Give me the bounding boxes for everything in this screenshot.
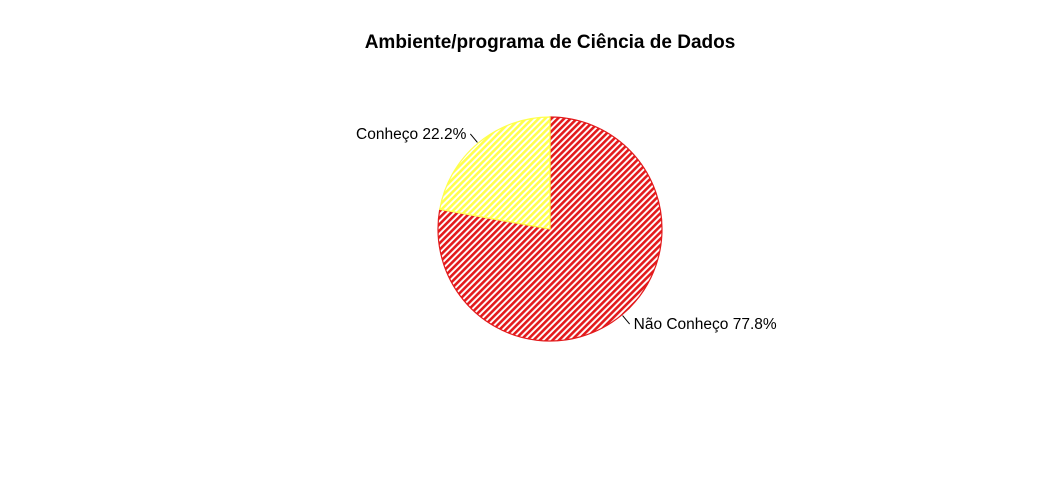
chart-title: Ambiente/programa de Ciência de Dados (365, 32, 736, 53)
pie-slice-conhe-o (439, 116, 551, 230)
pie-slice-label: Conheço 22.2% (356, 126, 467, 143)
pie-labels: Não Conheço 77.8% Conheço 22.2% (356, 126, 777, 333)
pie-label-tick (622, 315, 631, 325)
pie-label-tick (469, 133, 478, 143)
pie-slice-label: Não Conheço 77.8% (634, 316, 777, 333)
pie-slices (437, 116, 663, 342)
